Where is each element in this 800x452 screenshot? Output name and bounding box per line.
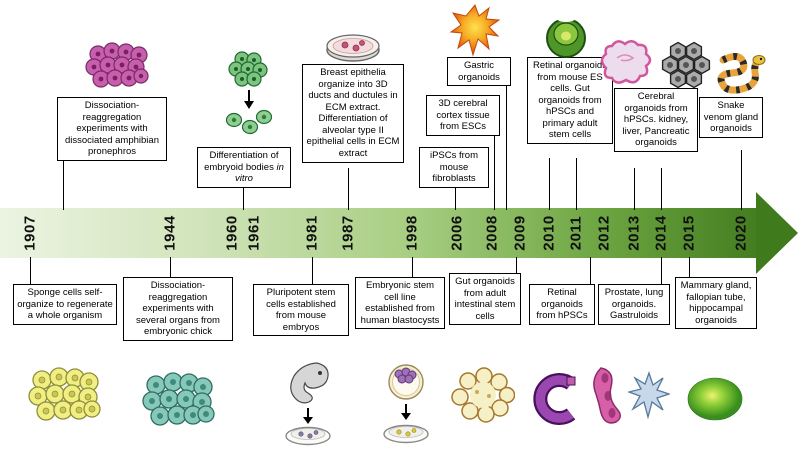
- gastric-organoid-icon: [449, 4, 501, 57]
- event-box-3d-cerebral-cortex: 3D cerebral cortex tissue from ESCs: [426, 95, 500, 136]
- yellow-cell-cluster-icon: [28, 367, 101, 421]
- connector-line: [170, 257, 172, 285]
- event-box-sponge-cells: Sponge cells self-organize to regenerate…: [13, 284, 117, 325]
- connector-line: [312, 257, 314, 289]
- event-box-embryoid-bodies: Differentiation of embryoid bodies in vi…: [197, 147, 291, 188]
- year-label-2020: 2020: [732, 215, 750, 251]
- connector-line: [516, 257, 518, 281]
- cerebral-organoid-icon: [600, 40, 652, 84]
- event-box-gastric-organoids: Gastric organoids: [447, 57, 511, 87]
- year-label-1998: 1998: [403, 215, 421, 251]
- connector-line: [741, 150, 743, 210]
- connector-line: [348, 168, 350, 210]
- connector-line: [661, 257, 663, 289]
- year-label-1907: 1907: [21, 215, 39, 251]
- connector-line: [634, 168, 636, 210]
- event-text-italic: in vitro: [235, 161, 284, 185]
- year-label-1981: 1981: [303, 215, 321, 251]
- connector-line: [576, 158, 578, 210]
- event-box-snake-venom: Snake venom gland organoids: [699, 97, 763, 138]
- connector-line: [494, 125, 496, 210]
- year-label-2013: 2013: [625, 215, 643, 251]
- year-label-1960: 1960: [223, 215, 241, 251]
- year-label-1987: 1987: [339, 215, 357, 251]
- event-box-prostate-lung-gastruloids: Prostate, lung organoids. Gastruloids: [598, 284, 670, 325]
- connector-line: [590, 257, 592, 289]
- connector-line: [661, 168, 663, 210]
- optic-cup-organoid-icon: [546, 11, 586, 58]
- teal-cell-cluster-icon: [142, 372, 215, 426]
- event-box-human-escs: Embryonic stem cell line established fro…: [355, 277, 445, 330]
- timeline-arrow-head: [756, 192, 798, 274]
- year-label-2012: 2012: [595, 215, 613, 251]
- snake-icon: [717, 53, 766, 94]
- event-box-chick-experiments: Dissociation-reaggregation experiments w…: [123, 277, 233, 341]
- connector-line: [506, 80, 508, 210]
- year-label-2011: 2011: [567, 215, 585, 251]
- embryoid-bodies-dissociation-icon: [225, 51, 273, 135]
- year-label-2010: 2010: [540, 215, 558, 251]
- connector-line: [689, 257, 691, 285]
- year-label-2014: 2014: [652, 215, 670, 251]
- connector-line: [549, 158, 551, 210]
- prostate-organoid-icon: [593, 367, 621, 424]
- budded-gut-organoid-icon: [451, 367, 515, 423]
- event-box-cerebral-kidney-liver: Cerebral organoids from hPSCs. kidney, l…: [614, 88, 698, 152]
- event-box-mouse-pscs: Pluripotent stem cells established from …: [253, 284, 349, 337]
- event-box-breast-epithelia: Breast epithelia organize into 3D ducts …: [302, 64, 404, 163]
- purple-optic-cup-icon: [533, 373, 576, 425]
- connector-line: [412, 257, 414, 285]
- magenta-cell-cluster-icon: [85, 42, 149, 88]
- year-label-1961: 1961: [245, 215, 263, 251]
- green-spheroid-icon: [687, 377, 743, 421]
- event-box-retinal-gut-organoids: Retinal organoids from mouse ES cells. G…: [527, 57, 613, 145]
- connector-line: [243, 175, 245, 210]
- timeline-arrow-body: [0, 208, 758, 258]
- year-label-2015: 2015: [680, 215, 698, 251]
- year-label-2009: 2009: [511, 215, 529, 251]
- connector-line: [455, 178, 457, 210]
- kidney-hexagon-organoid-icon: [661, 41, 711, 89]
- petri-dish-icon: [326, 34, 380, 62]
- gastruloid-star-icon: [628, 371, 670, 420]
- event-box-mammary-fallopian-hippocampal: Mammary gland, fallopian tube, hippocamp…: [675, 277, 757, 330]
- event-text: Differentiation of embryoid bodies: [204, 150, 279, 173]
- mouse-embryo-to-dish-icon: [285, 362, 331, 446]
- event-box-ipscs: iPSCs from mouse fibroblasts: [419, 147, 489, 188]
- connector-line: [30, 257, 32, 289]
- year-label-2006: 2006: [448, 215, 466, 251]
- event-box-retinal-hpscs: Retinal organoids from hPSCs: [529, 284, 595, 325]
- connector-line: [63, 140, 65, 210]
- event-box-amphibian-pronephros: Dissociation-reaggregation experiments w…: [57, 97, 167, 161]
- year-label-2008: 2008: [483, 215, 501, 251]
- blastocyst-to-dish-icon: [383, 364, 429, 444]
- event-box-gut-organoids: Gut organoids from adult intestinal stem…: [449, 273, 521, 326]
- year-label-1944: 1944: [161, 215, 179, 251]
